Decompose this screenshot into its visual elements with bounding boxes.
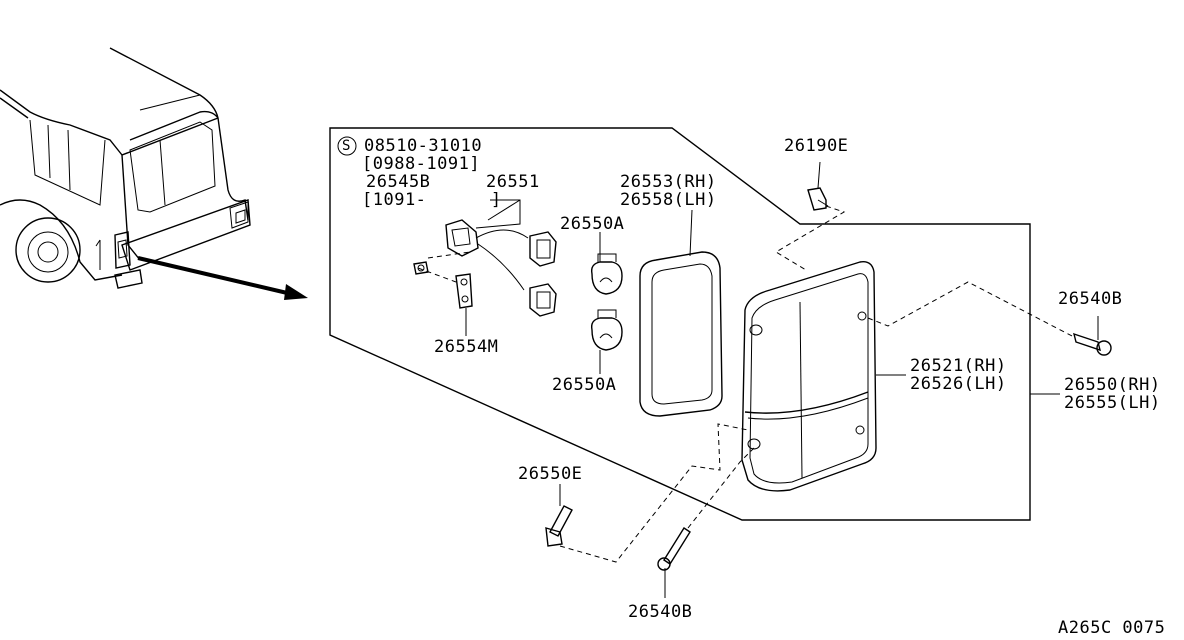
clip-26190E [775,187,846,271]
label-26190E: 26190E [784,136,849,156]
screw-26550E [545,423,749,563]
screw-symbol-circle [337,136,357,156]
screw-symbol: S [342,138,351,154]
screw-26540B-right [867,281,1112,356]
screw-26540B-bottom [657,447,755,571]
label-26551: 26551 [486,172,540,192]
label-26550E: 26550E [518,464,583,484]
label-26540B-bottom: 26540B [628,602,693,622]
vehicle-illustration [0,47,308,300]
label-26550A-top: 26550A [560,214,625,234]
lamp-body [741,261,877,492]
label-26554M: 26554M [434,337,499,357]
screw-part-number: 08510-31010 [364,136,483,156]
diagram-code: A265C 0075 [1058,618,1166,638]
bulb-lower [590,309,623,351]
bulb-upper [590,253,623,295]
screw-date-range: [0988-1091] [362,154,481,174]
label-26555: 26555(LH) [1064,393,1161,413]
label-26553: 26553(RH) [620,172,717,192]
label-26521: 26521(RH) [910,356,1007,376]
socket-harness [445,199,557,317]
label-26545B-date: [1091- ] [362,190,502,210]
label-26550: 26550(RH) [1064,375,1161,395]
label-26540B-right: 26540B [1058,289,1123,309]
gasket [639,251,723,417]
bracket [417,251,473,309]
screw-26545B [413,261,429,275]
assembly-boundary [329,127,1031,521]
label-26558: 26558(LH) [620,190,717,210]
label-26550A-bottom: 26550A [552,375,617,395]
label-26545B: 26545B [366,172,431,192]
label-26526: 26526(LH) [910,374,1007,394]
leader-lines [465,161,1099,598]
